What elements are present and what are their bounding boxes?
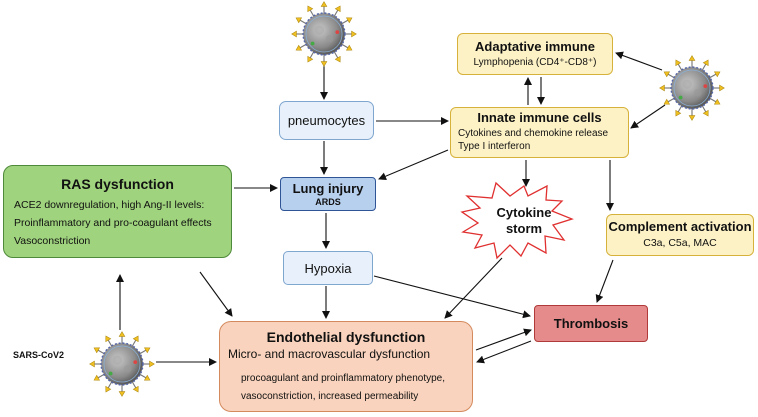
thrombosis-box: Thrombosis — [534, 305, 648, 342]
endothelial-line2: vasoconstriction, increased permeability — [241, 391, 419, 402]
arrow-virus-to-innate — [630, 104, 666, 129]
adaptative-immune-detail: Lymphopenia (CD4⁺-CD8⁺) — [473, 57, 597, 68]
cytokine-storm-line2: storm — [505, 221, 543, 236]
pneumocytes-label: pneumocytes — [287, 113, 366, 128]
complement-detail: C3a, C5a, MAC — [643, 237, 717, 249]
innate-immune-title: Innate immune cells — [477, 110, 602, 125]
arrow-endothelial-to-thrombosis — [475, 328, 532, 351]
lung-injury-subtitle: ARDS — [315, 197, 341, 207]
ras-line3: Vasoconstriction — [14, 235, 91, 247]
complement-activation-box: Complement activation C3a, C5a, MAC — [606, 214, 754, 256]
cytokine-storm-line1: Cytokine — [496, 205, 552, 220]
thrombosis-label: Thrombosis — [553, 316, 629, 331]
endothelial-subtitle: Micro- and macrovascular dysfunction — [228, 347, 431, 361]
ras-dysfunction-box: RAS dysfunction ACE2 downregulation, hig… — [3, 165, 232, 258]
arrow-complement-to-thrombosis — [595, 259, 614, 303]
ras-title: RAS dysfunction — [61, 176, 174, 192]
adaptative-immune-box: Adaptative immune Lymphopenia (CD4⁺-CD8⁺… — [457, 33, 613, 75]
adaptative-immune-title: Adaptative immune — [475, 39, 595, 54]
pneumocytes-box: pneumocytes — [279, 101, 374, 140]
innate-immune-box: Innate immune cells Cytokines and chemok… — [450, 107, 629, 158]
hypoxia-box: Hypoxia — [283, 251, 373, 285]
lung-injury-box: Lung injury ARDS — [280, 177, 376, 211]
arrow-virus-to-adaptative — [615, 51, 663, 71]
sars-cov2-label: SARS-CoV2 — [13, 350, 65, 360]
innate-immune-line1: Cytokines and chemokine release — [458, 128, 609, 139]
arrow-storm-to-endothelial — [444, 257, 503, 319]
innate-immune-line2: Type I interferon — [458, 141, 531, 152]
endothelial-dysfunction-box: Endothelial dysfunction Micro- and macro… — [219, 321, 473, 412]
arrow-innate-to-lung — [378, 149, 449, 180]
ras-line1: ACE2 downregulation, high Ang-II levels: — [14, 199, 205, 211]
endothelial-title: Endothelial dysfunction — [266, 329, 426, 345]
arrow-thrombosis-to-endothelial — [476, 340, 532, 364]
arrow-ras-to-endothelial — [199, 271, 233, 317]
arrow-hypoxia-to-thrombosis — [373, 275, 531, 319]
endothelial-line1: procoagulant and proinflammatory phenoty… — [241, 373, 446, 384]
lung-injury-title: Lung injury — [292, 181, 364, 196]
ras-line2: Proinflammatory and pro-coagulant effect… — [14, 217, 212, 229]
hypoxia-label: Hypoxia — [304, 261, 352, 276]
complement-title: Complement activation — [608, 219, 752, 234]
